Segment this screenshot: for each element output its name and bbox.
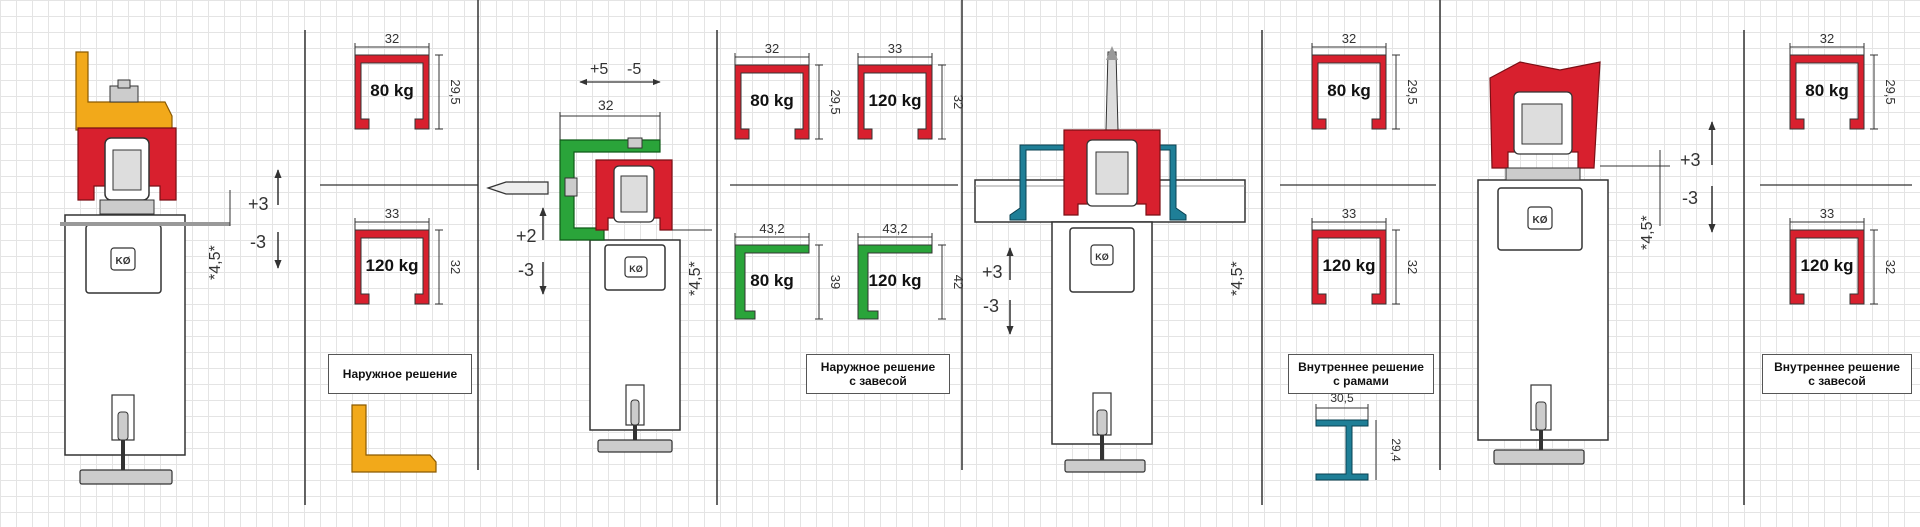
dim-4-5-3: *4,5*	[1229, 261, 1246, 296]
adjust-plus2: +2	[516, 226, 537, 246]
profile-capacity: 120 kg	[366, 256, 419, 275]
profile-7: 32 29,5 80 kg	[1311, 31, 1420, 130]
adjust-plus3-1: +3	[248, 194, 269, 214]
label-line: с завесой	[849, 374, 907, 388]
profile-9: 32 29,5 80 kg	[1789, 31, 1898, 130]
profile-width: 33	[1820, 206, 1834, 221]
profile-capacity: 80 kg	[1327, 81, 1370, 100]
profile-shape	[1789, 229, 1865, 305]
profile-10: 33 32 120 kg	[1789, 206, 1898, 305]
profile-height: 32	[951, 95, 966, 109]
profile-width: 32	[765, 41, 779, 56]
label-line: Наружное решение	[342, 367, 458, 381]
frame-width: 30,5	[1330, 391, 1354, 405]
yellow-bracket-profile	[351, 404, 437, 473]
profile-width: 33	[385, 206, 399, 221]
profile-height: 32	[1883, 260, 1898, 274]
profile-capacity: 120 kg	[1801, 256, 1854, 275]
frame-height: 29,4	[1389, 438, 1403, 462]
label-line: Наружное решение	[820, 360, 936, 374]
label-inner-fascia: Внутреннее решение с завесой	[1762, 354, 1912, 394]
label-outer: Наружное решение	[328, 354, 472, 394]
label-outer-fascia: Наружное решение с завесой	[806, 354, 950, 394]
profile-shape	[734, 64, 810, 140]
profile-shape	[734, 244, 810, 320]
profile-2: 33 32 120 kg	[354, 206, 463, 305]
profile-shape	[354, 54, 430, 130]
profile-width: 32	[1342, 31, 1356, 46]
profile-width: 32	[1820, 31, 1834, 46]
profile-3: 32 29,5 80 kg	[734, 41, 843, 140]
adjust-minus3-1: -3	[250, 232, 266, 252]
profile-1: 32 29,5 80 kg	[354, 31, 463, 130]
profile-capacity: 120 kg	[1323, 256, 1376, 275]
adjust-minus3-4: -3	[1682, 188, 1698, 208]
profile-height: 32	[1405, 260, 1420, 274]
logo-badge-3: KØ	[1090, 244, 1114, 266]
profile-width: 32	[385, 31, 399, 46]
svg-text:KØ: KØ	[1095, 252, 1109, 262]
profile-width: 33	[888, 41, 902, 56]
label-line: Внутреннее решение	[1774, 360, 1900, 374]
profile-shape	[857, 244, 933, 320]
profile-grid: 32 29,5 80 kg 33 32 120 kg 32 29,5 80 kg 33 32 120 …	[354, 31, 1898, 320]
dim-4-5-2: *4,5*	[687, 261, 704, 296]
adjust-minus3-3: -3	[983, 296, 999, 316]
label-inner-frames: Внутреннее решение с рамами	[1288, 354, 1434, 394]
profile-shape	[1311, 54, 1387, 130]
profile-capacity: 120 kg	[869, 91, 922, 110]
profile-height: 39	[828, 275, 843, 289]
profile-capacity: 80 kg	[750, 91, 793, 110]
profile-shape	[1789, 54, 1865, 130]
label-line: с завесой	[1808, 374, 1866, 388]
profile-height: 42	[951, 275, 966, 289]
assembly-outer-fascia: KØ 32 +5 -5 +2 -3 *4,5*	[486, 61, 712, 453]
logo-badge-4: KØ	[1527, 206, 1553, 230]
svg-text:KØ: KØ	[629, 264, 643, 274]
assembly-inner-fascia: KØ +3 -3 *4,5*	[1477, 61, 1716, 465]
adjust-minus5: -5	[627, 61, 641, 78]
profile-8: 33 32 120 kg	[1311, 206, 1420, 305]
adjust-minus3-2: -3	[518, 260, 534, 280]
profile-capacity: 120 kg	[869, 271, 922, 290]
svg-text:KØ: KØ	[1533, 215, 1548, 226]
logo-badge-1: KØ	[110, 247, 136, 271]
profile-height: 29,5	[448, 79, 463, 104]
profile-capacity: 80 kg	[370, 81, 413, 100]
profile-width: 43,2	[882, 221, 907, 236]
adjust-plus5: +5	[590, 61, 608, 78]
profile-shape	[1311, 229, 1387, 305]
profile-height: 32	[448, 260, 463, 274]
dim-4-5-4: *4,5*	[1639, 215, 1656, 250]
profile-capacity: 80 kg	[750, 271, 793, 290]
dim-32-bracket: 32	[598, 97, 614, 113]
profile-capacity: 80 kg	[1805, 81, 1848, 100]
profile-6: 43,2 42 120 kg	[857, 221, 966, 320]
profile-width: 33	[1342, 206, 1356, 221]
label-line: Внутреннее решение	[1298, 360, 1424, 374]
section-dividers	[304, 0, 1745, 505]
profile-height: 29,5	[1883, 79, 1898, 104]
label-line: с рамами	[1333, 374, 1389, 388]
profile-height: 29,5	[1405, 79, 1420, 104]
profile-5: 43,2 39 80 kg	[734, 221, 843, 320]
assembly-inner-frames: KØ +3 -3 *4,5*	[974, 46, 1246, 473]
profile-height: 29,5	[828, 89, 843, 114]
adjust-plus3-4: +3	[1680, 150, 1701, 170]
profile-4: 33 32 120 kg	[857, 41, 966, 140]
profile-shape	[857, 64, 933, 140]
dim-4-5-1: *4,5*	[207, 245, 224, 280]
assembly-outer: KØ +3 -3 *4,5*	[60, 51, 282, 485]
profile-width: 43,2	[759, 221, 784, 236]
svg-text:KØ: KØ	[116, 256, 131, 267]
frame-profile: 30,5 29,4	[1315, 391, 1403, 481]
logo-badge-2: KØ	[624, 256, 648, 278]
profile-shape	[354, 229, 430, 305]
adjust-plus3-3: +3	[982, 262, 1003, 282]
